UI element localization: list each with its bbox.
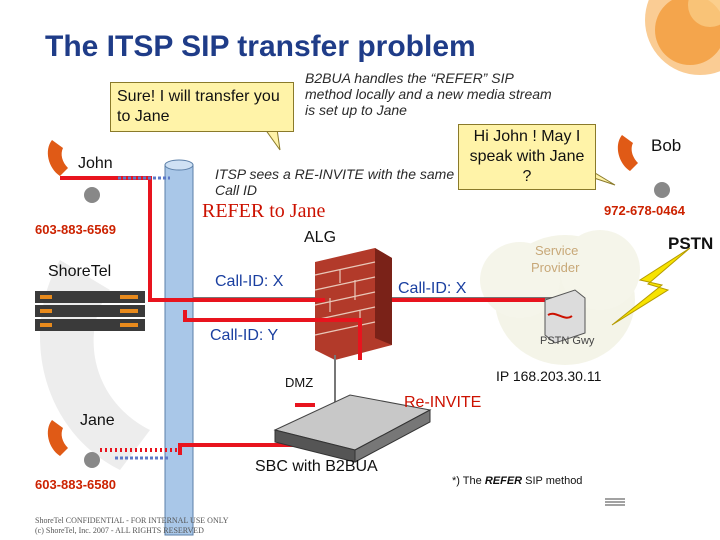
phone-icon [617,135,670,198]
phone-icon [47,140,100,203]
server-icon [544,289,586,344]
footnote-refer: REFER [484,475,523,487]
shoretel-switches [35,291,145,331]
phone-icon [47,420,100,468]
service-label: Service [535,243,579,258]
call-id-x-right: Call-ID: X [398,280,467,297]
refer-label: REFER to Jane [202,200,326,222]
sbc-box-icon [273,394,432,463]
blue-links [115,176,170,460]
page-title: The ITSP SIP transfer problem [45,30,476,63]
footnote-prefix: *) The [452,475,485,487]
bob-callout: Hi John ! May I speak with Jane ? [458,124,596,190]
john-callout: Sure! I will transfer you to Jane [110,82,294,132]
confidential-line-1: ShoreTel CONFIDENTIAL - FOR INTERNAL USE… [35,516,229,525]
corner-decoration [645,0,720,75]
sbc-label: SBC with B2BUA [255,458,378,475]
bob-callout-text: Hi John ! May I speak with Jane ? [469,128,585,185]
shoretel-label: ShoreTel [48,263,112,280]
jane-label: Jane [80,412,115,429]
ip-label: IP 168.203.30.11 [496,368,602,384]
call-id-y: Call-ID: Y [210,327,279,344]
confidential-footer: ShoreTel CONFIDENTIAL - FOR INTERNAL USE… [35,516,229,536]
b2bua-note: B2BUA handles the “REFER” SIP method loc… [305,70,552,118]
dmz-label: DMZ [285,375,314,390]
footnote-suffix: SIP method [522,475,583,487]
lightning-icon [611,247,691,326]
provider-label: Provider [531,260,580,275]
bob-number: 972-678-0464 [604,203,685,218]
jane-number: 603-883-6580 [35,477,116,492]
footnote: *) The REFER SIP method [452,475,582,487]
firewall-icon [314,248,392,360]
itsp-note: ITSP sees a RE-INVITE with the same Call… [215,166,455,198]
footer-logo [605,498,625,506]
pstn-gwy-label: PSTN Gwy [540,335,595,347]
bob-label: Bob [651,136,682,155]
call-id-x-left: Call-ID: X [215,273,284,290]
john-callout-text: Sure! I will transfer you to Jane [117,88,280,125]
reinvite-label: Re-INVITE [404,394,482,411]
john-label: John [78,155,113,172]
pstn-label: PSTN [668,234,714,253]
lan-pipe [164,159,194,536]
john-number: 603-883-6569 [35,222,116,237]
alg-label: ALG [304,229,337,246]
confidential-line-2: (c) ShoreTel, Inc. 2007 - ALL RIGHTS RES… [35,526,204,535]
